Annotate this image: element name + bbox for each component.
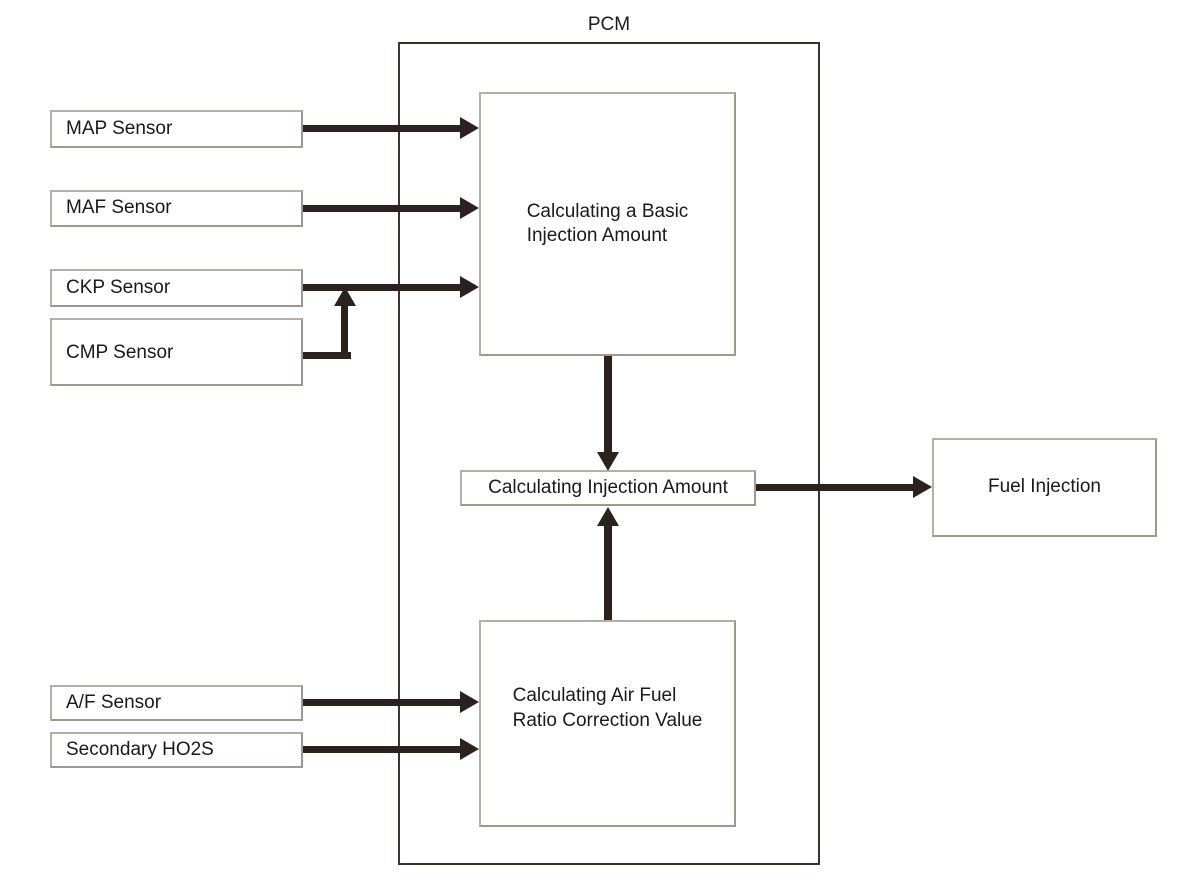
output-box-fuel-injection[interactable]: Fuel Injection	[932, 438, 1157, 537]
connector-map-to-basic	[303, 125, 461, 132]
input-label-map-sensor: MAP Sensor	[66, 117, 173, 139]
arrowhead-cmp-to-ckp-line	[334, 287, 356, 306]
input-label-cmp-sensor: CMP Sensor	[66, 342, 174, 363]
process-label-injection-amount: Calculating Injection Amount	[488, 476, 728, 498]
input-box-maf-sensor[interactable]: MAF Sensor	[50, 190, 303, 227]
process-label-air-fuel-ratio-correction: Calculating Air Fuel Ratio Correction Va…	[512, 685, 703, 731]
connector-ho2s-to-afr	[303, 746, 461, 753]
input-box-secondary-ho2s[interactable]: Secondary HO2S	[50, 732, 303, 768]
process-box-basic-injection-amount[interactable]: Calculating a Basic Injection Amount	[479, 92, 736, 356]
process-box-air-fuel-ratio-correction[interactable]: Calculating Air Fuel Ratio Correction Va…	[479, 620, 736, 827]
arrowhead-injection-to-fuel	[913, 476, 932, 498]
connector-cmp-horizontal	[303, 352, 351, 359]
pcm-boundary-box	[398, 42, 820, 865]
connector-ckp-to-basic	[303, 284, 461, 291]
process-box-injection-amount[interactable]: Calculating Injection Amount	[460, 470, 756, 506]
arrowhead-ho2s-to-afr	[460, 738, 479, 760]
connector-af-to-afr	[303, 699, 461, 706]
connector-cmp-vertical	[341, 305, 348, 355]
arrowhead-maf-to-basic	[460, 197, 479, 219]
process-label-basic-injection-amount: Calculating a Basic Injection Amount	[526, 200, 689, 246]
input-label-af-sensor: A/F Sensor	[66, 691, 162, 713]
connector-maf-to-basic	[303, 205, 461, 212]
input-box-cmp-sensor[interactable]: CMP Sensor	[50, 318, 303, 386]
input-box-af-sensor[interactable]: A/F Sensor	[50, 685, 303, 721]
connector-basic-to-injection	[604, 356, 612, 456]
arrowhead-ckp-to-basic	[460, 276, 479, 298]
arrowhead-af-to-afr	[460, 691, 479, 713]
input-label-ckp-sensor: CKP Sensor	[66, 276, 171, 298]
input-box-map-sensor[interactable]: MAP Sensor	[50, 110, 303, 148]
input-box-ckp-sensor[interactable]: CKP Sensor	[50, 269, 303, 307]
arrowhead-basic-to-injection	[597, 452, 619, 471]
connector-injection-to-fuel	[756, 484, 914, 491]
connector-afr-to-injection	[604, 525, 612, 622]
arrowhead-afr-to-injection	[597, 507, 619, 526]
pcm-title-label: PCM	[587, 14, 631, 35]
output-label-fuel-injection: Fuel Injection	[987, 476, 1101, 498]
input-label-maf-sensor: MAF Sensor	[66, 197, 172, 219]
input-label-secondary-ho2s: Secondary HO2S	[66, 738, 214, 760]
arrowhead-map-to-basic	[460, 117, 479, 139]
